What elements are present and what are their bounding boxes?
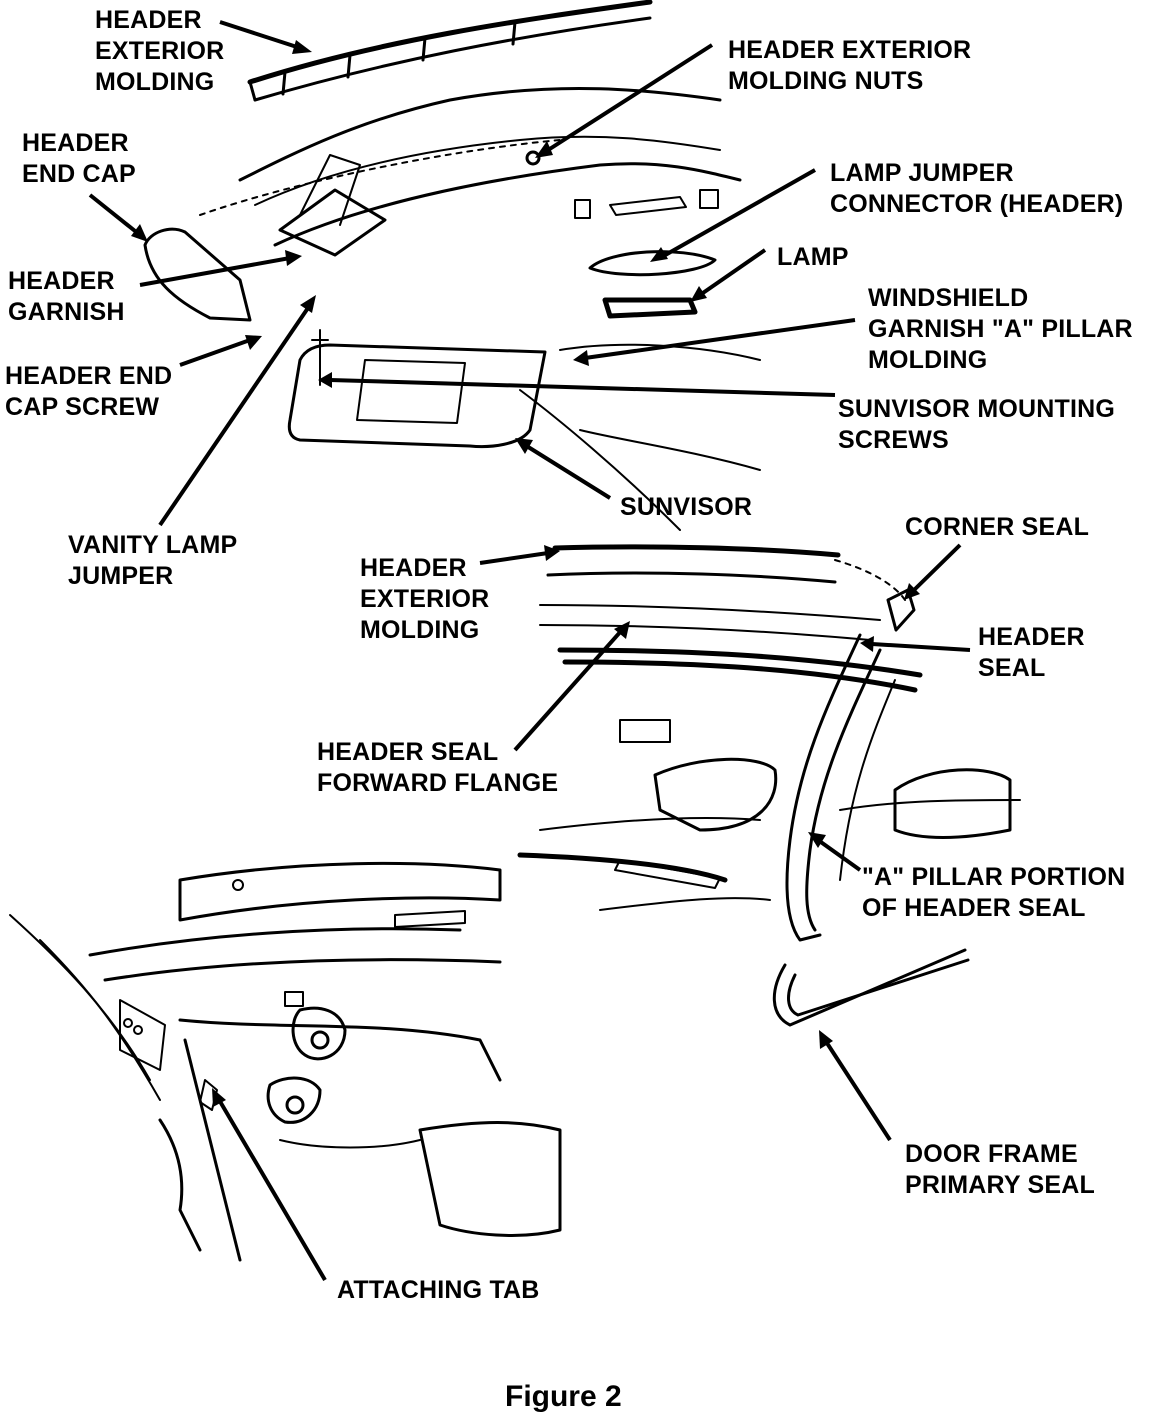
label-lamp: LAMP <box>777 243 849 271</box>
bottom-left-assembly <box>9 861 562 1262</box>
label-a-pillar-portion-of-header-seal: "A" PILLAR PORTION OF HEADER SEAL <box>862 863 1126 922</box>
label-header-end-cap-screw: HEADER END CAP SCREW <box>5 362 173 421</box>
label-header-seal: HEADER SEAL <box>978 623 1085 682</box>
label-corner-seal: CORNER SEAL <box>905 513 1090 541</box>
label-header-exterior-molding-top: HEADER EXTERIOR MOLDING <box>95 6 225 96</box>
label-header-end-cap: HEADER END CAP <box>22 129 136 188</box>
label-windshield-garnish-a-pillar-molding: WINDSHIELD GARNISH "A" PILLAR MOLDING <box>868 284 1133 374</box>
label-door-frame-primary-seal: DOOR FRAME PRIMARY SEAL <box>905 1140 1095 1199</box>
label-vanity-lamp-jumper: VANITY LAMP JUMPER <box>68 531 238 590</box>
label-sunvisor-mounting-screws: SUNVISOR MOUNTING SCREWS <box>838 395 1116 454</box>
label-header-exterior-molding-nuts: HEADER EXTERIOR MOLDING NUTS <box>728 36 972 95</box>
label-lamp-jumper-connector: LAMP JUMPER CONNECTOR (HEADER) <box>830 159 1124 218</box>
label-header-seal-forward-flange: HEADER SEAL FORWARD FLANGE <box>317 738 559 797</box>
leader-lines <box>88 20 971 1282</box>
label-sunvisor: SUNVISOR <box>620 493 753 521</box>
right-seal-assembly <box>517 544 1021 1027</box>
label-attaching-tab: ATTACHING TAB <box>337 1276 540 1304</box>
label-header-exterior-molding-mid: HEADER EXTERIOR MOLDING <box>360 554 490 644</box>
label-header-garnish: HEADER GARNISH <box>8 267 125 326</box>
figure-caption: Figure 2 <box>505 1380 622 1413</box>
